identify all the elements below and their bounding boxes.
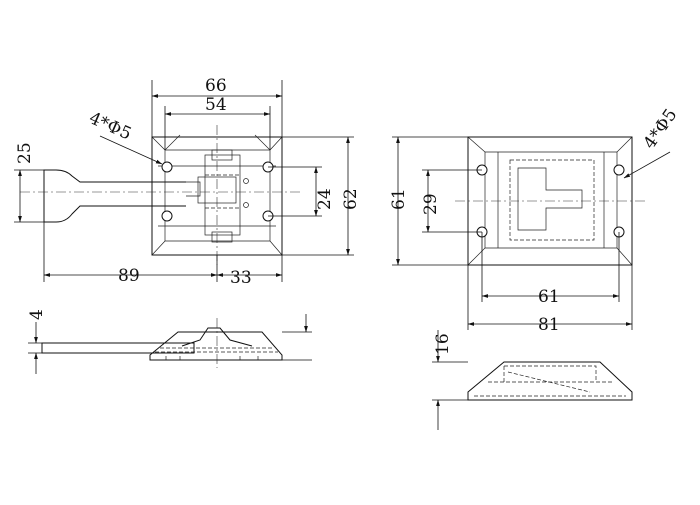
keeper-top-view: 4*Φ5 61 29 61 81 xyxy=(389,105,681,335)
hook-side-view: 4 xyxy=(27,309,312,374)
keeper-side-ramp xyxy=(507,371,591,393)
hook-hole-tl xyxy=(161,161,173,173)
hook-hole-bl xyxy=(161,210,173,222)
hook-side-arm xyxy=(41,342,195,354)
dim-keeper-hole-spacing-horizontal: 61 xyxy=(538,287,560,307)
hook-side-bracket xyxy=(181,327,253,347)
keeper-t-slot xyxy=(517,167,583,231)
hook-top-view: 66 54 4*Φ5 25 24 62 89 33 xyxy=(14,76,361,288)
dim-hook-length: 89 xyxy=(118,266,140,286)
hook-side-plate xyxy=(149,331,283,361)
dim-keeper-side-height: 16 xyxy=(433,333,453,355)
hook-plate-bevel xyxy=(164,149,271,242)
dim-hook-hole-callout: 4*Φ5 xyxy=(86,108,134,144)
dim-keeper-plate-height: 61 xyxy=(389,188,409,210)
keeper-side-body xyxy=(467,361,633,401)
dim-hook-plate-height: 62 xyxy=(341,188,361,210)
dim-keeper-hole-callout: 4*Φ5 xyxy=(640,105,682,153)
dim-hook-side-thickness: 4 xyxy=(27,309,47,320)
keeper-side-view: 16 xyxy=(432,330,633,430)
keeper-plate-bevel xyxy=(484,151,618,249)
dim-hook-hole-spacing-vertical: 24 xyxy=(315,188,335,210)
keeper-hole-leader xyxy=(623,151,671,179)
keeper-hole-tr xyxy=(613,164,625,176)
dim-hook-head-height: 25 xyxy=(15,142,35,164)
dim-keeper-plate-width: 81 xyxy=(538,315,560,335)
dim-keeper-hole-spacing-vertical: 29 xyxy=(421,193,441,215)
hook-bracket xyxy=(204,154,241,236)
keeper-slot-outline xyxy=(509,159,595,241)
dim-hook-plate-inner-width: 54 xyxy=(205,95,227,115)
dim-hook-plate-outer-width: 66 xyxy=(205,76,227,96)
dim-hook-plate-half-width: 33 xyxy=(230,268,252,288)
hook-hole-leader xyxy=(99,135,163,165)
hook-arm xyxy=(43,169,186,223)
